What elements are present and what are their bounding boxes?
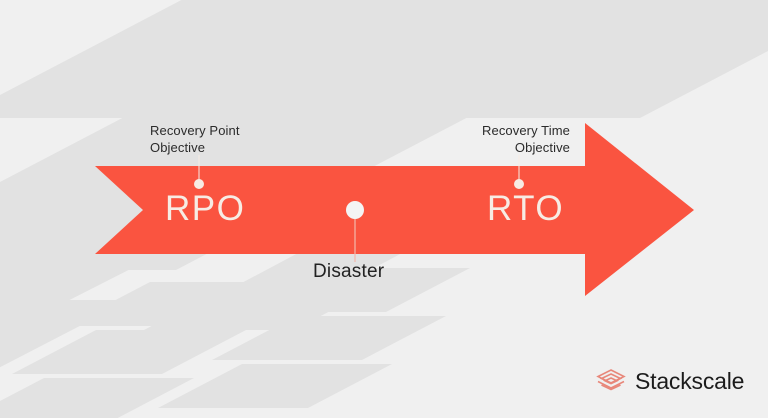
brand-name-text: Stackscale xyxy=(635,367,745,394)
brand-logo: Stackscale xyxy=(596,368,744,394)
stacked-hexagon-icon xyxy=(596,369,626,391)
arrow-shape xyxy=(95,123,694,296)
rpo-dot xyxy=(194,179,204,189)
disaster-dot xyxy=(346,201,364,219)
rto-dot xyxy=(514,179,524,189)
